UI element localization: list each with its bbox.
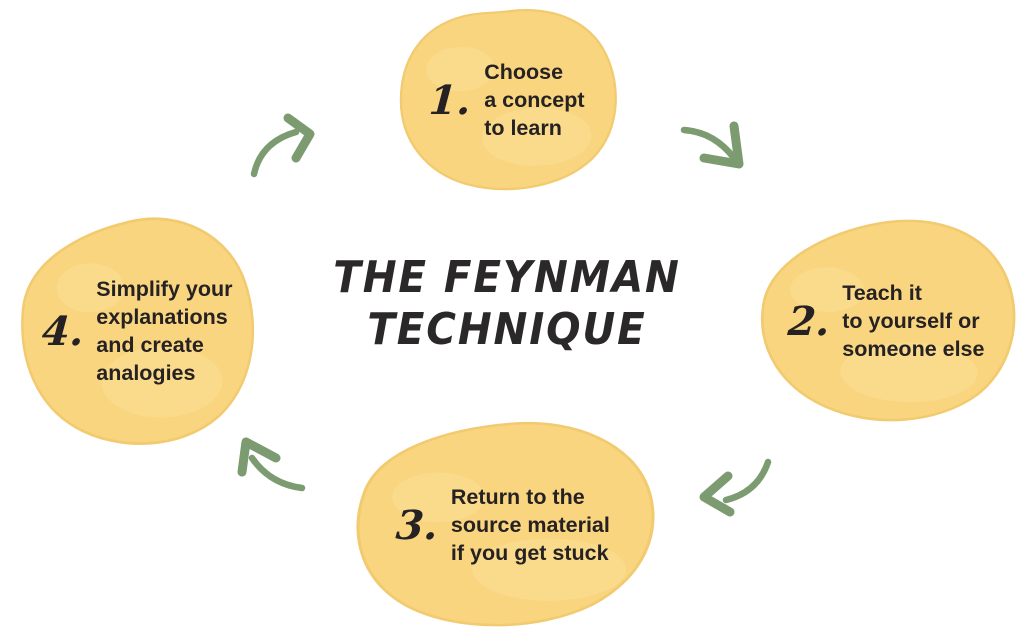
step-3-label: Return to the source material if you get… xyxy=(450,485,610,565)
step-4-number: 4. xyxy=(39,308,85,355)
step-3-blob: 3. Return to the source material if you … xyxy=(349,420,657,632)
step-1-number: 1. xyxy=(427,77,473,124)
blob-4-shape-icon xyxy=(21,217,255,445)
arrow-left-icon xyxy=(699,458,772,517)
arrow-down-right-icon xyxy=(680,121,744,169)
step-1-content: 1. Choose a concept to learn xyxy=(427,59,585,143)
blob-3-shape-icon xyxy=(356,421,655,627)
step-2-blob: 2. Teach it to yourself or someone else xyxy=(754,216,1018,428)
arrow-up-left-icon xyxy=(237,437,306,492)
step-3-content: 3. Return to the source material if you … xyxy=(394,484,610,568)
step-1-label: Choose a concept to learn xyxy=(484,60,585,140)
step-1-blob: 1. Choose a concept to learn xyxy=(393,6,621,196)
blob-2-shape-icon xyxy=(761,219,1016,422)
step-2-content: 2. Teach it to yourself or someone else xyxy=(785,280,985,364)
step-3-number: 3. xyxy=(394,502,440,549)
arrow-up-right-icon xyxy=(250,113,315,178)
step-4-blob: 4. Simplify your explanations and create… xyxy=(16,216,258,448)
step-4-content: 4. Simplify your explanations and create… xyxy=(39,276,233,388)
step-2-number: 2. xyxy=(785,298,831,345)
blob-1-shape-icon xyxy=(399,9,617,191)
diagram-title: THE FEYNMAN TECHNIQUE xyxy=(333,252,681,355)
step-4-label: Simplify your explanations and create an… xyxy=(96,277,233,385)
step-2-label: Teach it to yourself or someone else xyxy=(842,281,985,361)
